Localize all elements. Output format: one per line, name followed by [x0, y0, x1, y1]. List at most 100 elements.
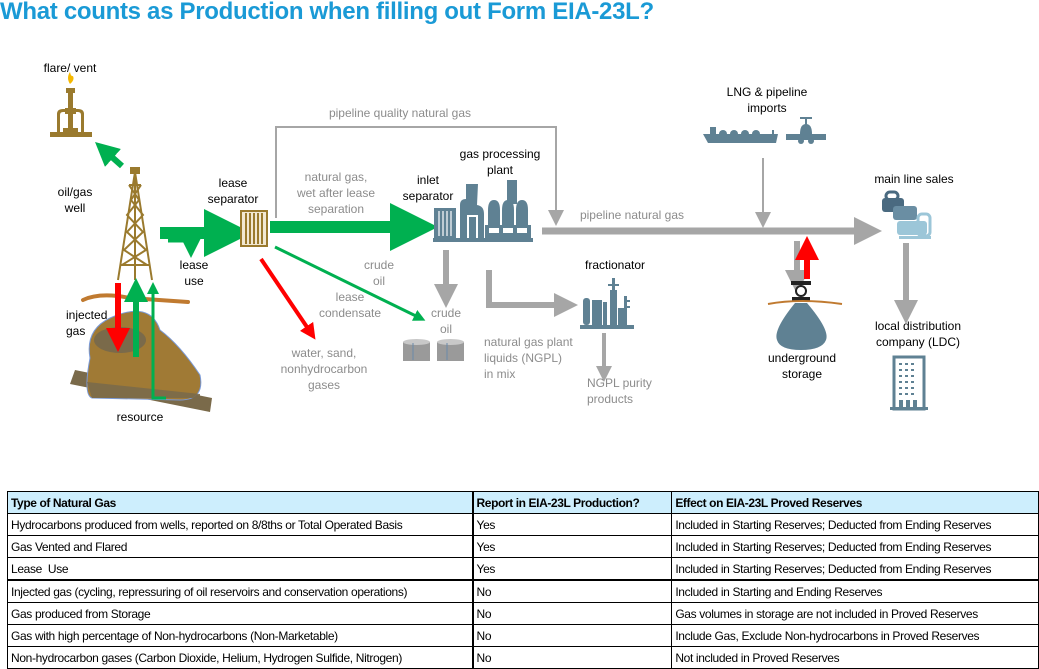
label-line: liquids (NGPL): [484, 351, 563, 365]
label-lease-separator: lease separator: [202, 175, 264, 207]
label-line: nonhydrocarbon: [280, 362, 368, 376]
cell-effect: Included in Starting Reserves; Deducted …: [671, 535, 1039, 558]
label-main-line-sales: main line sales: [874, 172, 954, 186]
main-line-sales-icon: [882, 190, 932, 239]
label-resource: resource: [116, 410, 164, 424]
cell-type: Gas Vented and Flared: [6, 535, 474, 558]
label-line: gases: [307, 378, 341, 392]
cell-report: No: [471, 646, 673, 669]
cell-effect: Not included in Proved Reserves: [671, 646, 1039, 669]
cell-report: Yes: [471, 557, 673, 581]
ldc-building-icon: [890, 355, 928, 411]
table-row: Injected gas (cycling, repressuring of o…: [6, 579, 1039, 603]
column-header-report: Report in EIA-23L Production?: [471, 491, 673, 514]
table-row: Gas produced from Storage No Gas volumes…: [6, 602, 1039, 625]
label-local-distribution-company: local distribution company (LDC): [862, 318, 974, 350]
cell-type: Lease Use: [6, 557, 474, 581]
label-line: oil: [439, 322, 452, 336]
page-title: What counts as Production when filling o…: [0, 0, 654, 25]
table-row: Gas with high percentage of Non-hydrocar…: [6, 624, 1039, 647]
label-line: water, sand,: [291, 346, 357, 360]
cell-effect: Included in Starting Reserves; Deducted …: [671, 513, 1039, 536]
label-line: oil/gas: [57, 185, 93, 199]
water-sand-arrow: [259, 257, 316, 340]
cell-type: Hydrocarbons produced from wells, report…: [6, 513, 474, 536]
lease-condensate-arrow: [274, 245, 426, 321]
underground-storage-icon: [767, 281, 843, 350]
crude-oil-tanks-icon: [403, 339, 464, 361]
label-line: local distribution: [874, 319, 962, 333]
cell-effect: Gas volumes in storage are not included …: [671, 602, 1039, 625]
table-row: Gas Vented and Flared Yes Included in St…: [6, 535, 1039, 558]
label-line: crude: [363, 258, 395, 272]
table-row: Lease Use Yes Included in Starting Reser…: [6, 557, 1039, 581]
column-header-type: Type of Natural Gas: [6, 491, 474, 514]
pipeline-valve-icon: [786, 117, 826, 144]
label-line: company (LDC): [875, 335, 961, 349]
table-row: Non-hydrocarbon gases (Carbon Dioxide, H…: [6, 646, 1039, 669]
label-crude-oil-flow: crude oil: [355, 257, 403, 289]
cell-report: Yes: [471, 535, 673, 558]
oil-gas-well-icon: [117, 167, 153, 281]
label-line: storage: [781, 367, 823, 381]
label-wet-gas: natural gas, wet after lease separation: [286, 169, 386, 217]
production-classification-table: Type of Natural Gas Report in EIA-23L Pr…: [6, 491, 1039, 669]
label-line: separation: [307, 202, 365, 216]
label-line: natural gas plant: [484, 335, 573, 349]
production-flow-diagram: [50, 72, 932, 412]
label-line: lease: [335, 290, 365, 304]
cell-type: Gas produced from Storage: [6, 602, 474, 625]
label-pipeline-natural-gas: pipeline natural gas: [579, 208, 685, 222]
label-line: use: [184, 274, 204, 288]
label-line: lease: [179, 258, 209, 272]
label-line: condensate: [318, 306, 382, 320]
label-line: natural gas,: [304, 170, 368, 184]
table-header-row: Type of Natural Gas Report in EIA-23L Pr…: [6, 491, 1039, 514]
ngpl-line: [486, 270, 578, 317]
production-arrow-2: [147, 282, 166, 400]
column-header-effect: Effect on EIA-23L Proved Reserves: [671, 491, 1039, 514]
label-flare-vent: flare/ vent: [43, 61, 97, 75]
label-ngpl-mix: natural gas plant liquids (NGPL) in mix: [484, 334, 594, 382]
label-line: in mix: [484, 367, 516, 381]
flow-arrow-to-flare: [95, 142, 124, 169]
cell-type: Gas with high percentage of Non-hydrocar…: [6, 624, 474, 647]
label-line: separator: [207, 192, 259, 206]
label-lease-condensate: lease condensate: [312, 289, 388, 321]
label-line: inlet: [416, 173, 439, 187]
cell-type: Non-hydrocarbon gases (Carbon Dioxide, H…: [6, 646, 474, 669]
fractionator-icon: [580, 278, 634, 329]
label-water-sand-nonhydrocarbon: water, sand, nonhydrocarbon gases: [272, 345, 376, 393]
cell-effect: Included in Starting Reserves; Deducted …: [671, 557, 1039, 581]
label-line: wet after lease: [296, 186, 376, 200]
pipeline-quality-gas-line: [275, 126, 564, 226]
label-lng-imports: LNG & pipeline imports: [712, 84, 822, 116]
label-line: products: [587, 392, 634, 406]
cell-report: No: [471, 602, 673, 625]
lease-use-arrow: [168, 237, 201, 258]
cell-report: Yes: [471, 513, 673, 536]
cell-effect: Included in Starting and Ending Reserves: [671, 579, 1039, 603]
cell-type: Injected gas (cycling, repressuring of o…: [6, 579, 474, 603]
label-line: lease: [218, 176, 248, 190]
label-line: plant: [486, 163, 514, 177]
label-line: underground: [767, 351, 837, 365]
label-gas-processing-plant: gas processing plant: [450, 146, 550, 178]
label-crude-oil-tanks: crude oil: [424, 305, 468, 337]
label-oil-gas-well: oil/gas well: [50, 184, 100, 216]
label-line: LNG & pipeline: [726, 85, 808, 99]
cell-report: No: [471, 624, 673, 647]
label-line: separator: [402, 189, 454, 203]
label-inlet-separator: inlet separator: [396, 172, 460, 204]
label-line: oil: [372, 274, 385, 288]
cell-report: No: [471, 579, 673, 603]
cell-effect: Include Gas, Exclude Non-hydrocarbons in…: [671, 624, 1039, 647]
label-line: crude: [430, 306, 462, 320]
lease-separator-icon: [240, 210, 268, 247]
flare-vent-icon: [50, 72, 92, 137]
gas-processing-plant-icon: [433, 180, 533, 242]
label-fractionator: fractionator: [584, 258, 646, 272]
label-pipeline-quality-gas: pipeline quality natural gas: [328, 106, 472, 120]
label-injected-gas: injected gas: [66, 307, 116, 339]
label-line: well: [64, 201, 86, 215]
